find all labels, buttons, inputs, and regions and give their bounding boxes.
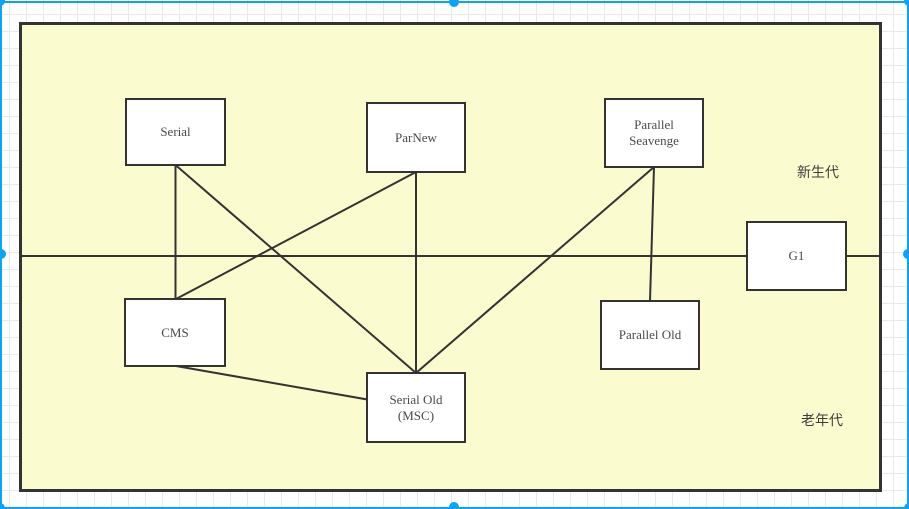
label-young-generation[interactable]: 新生代 [797,166,839,181]
node-serial[interactable]: Serial [125,98,226,166]
node-serial-old[interactable]: Serial Old (MSC) [366,372,466,443]
edge-parallel-scavenge-parallel-old[interactable] [649,166,655,302]
edge-parnew-cms[interactable] [175,171,417,300]
label-old-generation[interactable]: 老年代 [801,414,843,429]
node-g1-label: G1 [788,248,805,263]
node-parallel-old-label: Parallel Old [618,327,682,342]
node-cms-label: CMS [161,324,189,340]
selection-handle-top-left[interactable] [0,0,5,6]
selection-handle-bottom-left[interactable] [0,503,5,509]
selection-handle-right[interactable] [903,249,909,259]
node-serial-label: Serial [160,124,191,139]
node-g1[interactable]: G1 [746,221,847,291]
node-serial-old-label: Serial Old (MSC) [389,391,443,423]
node-parallel-scavenge-label: Parallel Seavenge [629,117,679,148]
edge-serial-serial-old[interactable] [174,164,417,374]
node-parnew-label: ParNew [395,129,437,145]
node-parnew[interactable]: ParNew [366,102,466,173]
selection-handle-top-right[interactable] [904,0,909,6]
edge-parallel-scavenge-serial-old[interactable] [415,166,655,374]
node-cms[interactable]: CMS [124,298,226,367]
selection-handle-top[interactable] [449,0,459,7]
selection-handle-bottom-right[interactable] [904,503,909,509]
selection-handle-left[interactable] [0,249,6,259]
selection-handle-bottom[interactable] [449,502,459,509]
node-parallel-scavenge[interactable]: Parallel Seavenge [604,98,704,168]
node-parallel-old[interactable]: Parallel Old [600,300,700,370]
